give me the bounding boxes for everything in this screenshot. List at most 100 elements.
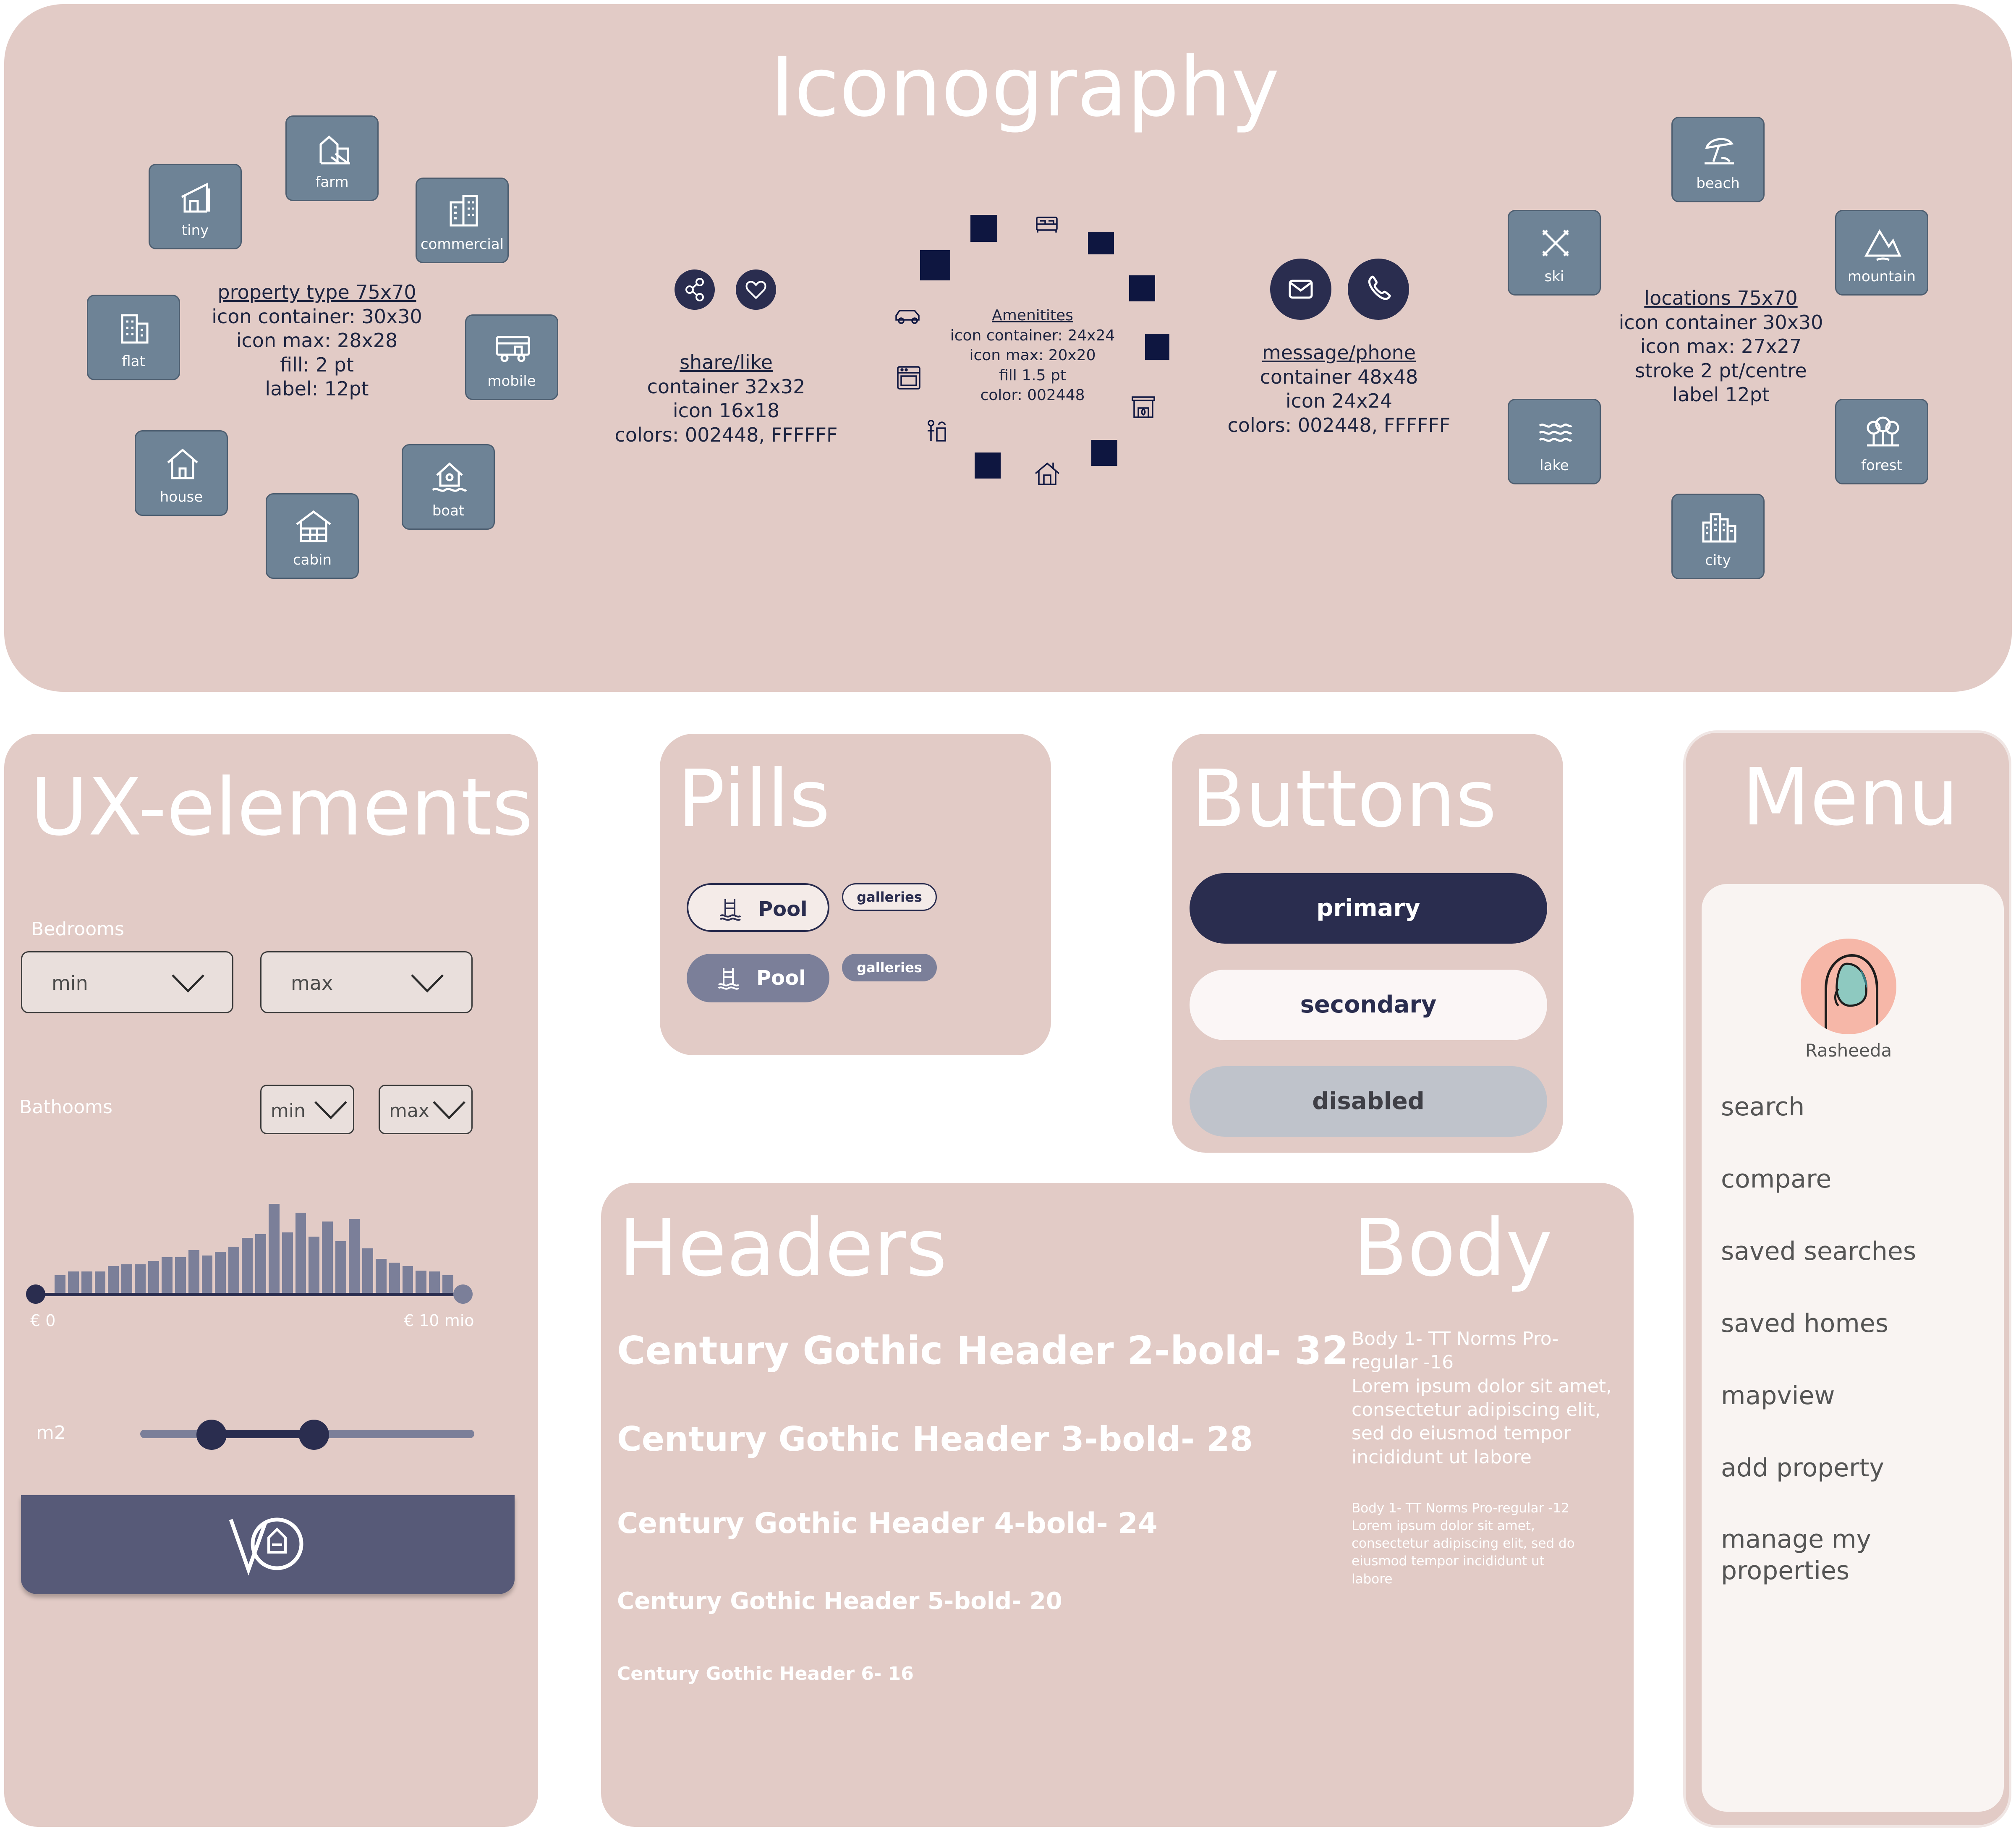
tile-mobile[interactable]: mobile [465, 314, 558, 400]
header-4-sample: Century Gothic Header 4-bold- 24 [617, 1507, 1158, 1540]
menu-title: Menu [1742, 751, 1959, 843]
tile-ski[interactable]: ski [1508, 210, 1601, 296]
histogram-bar [268, 1204, 280, 1293]
header-5-sample: Century Gothic Header 5-bold- 20 [617, 1588, 1062, 1615]
share-button[interactable] [675, 269, 715, 310]
tile-house[interactable]: house [135, 430, 228, 516]
body-1-sample: Body 1- TT Norms Pro- regular -16 Lorem … [1352, 1328, 1612, 1468]
histogram-bar [309, 1237, 320, 1293]
histogram-bar [81, 1271, 92, 1293]
tile-flat[interactable]: flat [87, 295, 180, 380]
amenity-window-icon [1129, 275, 1155, 301]
pool-ladder-icon [719, 899, 741, 921]
houseboat-icon [432, 462, 467, 492]
histogram-bar [335, 1241, 347, 1293]
amenity-washer-icon [920, 250, 950, 280]
histogram-bar [161, 1257, 173, 1293]
menu-item-mapview[interactable]: mapview [1721, 1381, 1835, 1410]
bedrooms-min-dropdown[interactable]: min [21, 951, 233, 1013]
histogram-bar [442, 1275, 453, 1293]
price-histogram [55, 1204, 453, 1293]
commercial-building-icon [450, 195, 478, 227]
beach-umbrella-icon [1705, 138, 1734, 165]
histogram-bar [148, 1261, 159, 1293]
menu-item-compare[interactable]: compare [1721, 1164, 1832, 1194]
histogram-bar [135, 1264, 146, 1293]
city-skyline-icon [1702, 513, 1736, 543]
histogram-bar [295, 1213, 306, 1293]
tile-farm[interactable]: farm [285, 115, 379, 201]
histogram-bar [108, 1266, 119, 1293]
tile-beach[interactable]: beach [1671, 117, 1765, 202]
user-face-icon [1825, 954, 1878, 1034]
house-icon [167, 448, 198, 479]
area-max-handle[interactable] [299, 1420, 329, 1450]
amenity-gym-icon [975, 453, 1001, 479]
tile-forest[interactable]: forest [1835, 399, 1928, 484]
tile-cabin[interactable]: cabin [266, 493, 359, 579]
menu-item-manage-properties[interactable]: manage my properties [1721, 1525, 1872, 1585]
iconography-title: Iconography [770, 39, 1280, 135]
pool-pill-filled[interactable]: Pool [687, 954, 829, 1002]
flat-building-icon [121, 314, 149, 344]
tile-tiny[interactable]: tiny [149, 164, 242, 249]
tile-commercial[interactable]: commercial [416, 178, 509, 263]
share-like-spec: share/like container 32x32 icon 16x18 co… [614, 351, 838, 446]
menu-item-search[interactable]: search [1721, 1092, 1805, 1122]
ski-icon [1542, 230, 1569, 256]
area-min-handle[interactable] [196, 1420, 227, 1450]
bathrooms-max-value: max [389, 1100, 429, 1122]
disabled-button: disabled [1190, 1066, 1547, 1137]
like-button[interactable] [736, 269, 776, 310]
price-max-handle[interactable] [453, 1284, 473, 1304]
area-label: m2 [36, 1422, 66, 1444]
tile-lake[interactable]: lake [1508, 399, 1601, 484]
histogram-bar [228, 1246, 240, 1293]
secondary-button[interactable]: secondary [1190, 970, 1547, 1040]
pool-pill-outlined[interactable]: Pool [687, 883, 829, 932]
locations-spec: locations 75x70 icon container 30x30 ico… [1619, 287, 1823, 406]
chevron-down-icon [172, 974, 204, 993]
mountain-icon [1864, 229, 1901, 261]
bedrooms-max-dropdown[interactable]: max [260, 951, 473, 1013]
cabin-icon [296, 510, 331, 542]
histogram-bar [282, 1232, 293, 1293]
price-min-handle[interactable] [26, 1284, 45, 1304]
menu-item-saved-searches[interactable]: saved searches [1721, 1237, 1917, 1266]
envelope-icon [1289, 280, 1313, 299]
logo-banner [21, 1495, 515, 1594]
histogram-bar [55, 1275, 65, 1293]
bathrooms-max-dropdown[interactable]: max [379, 1085, 473, 1134]
histogram-bar [349, 1219, 360, 1293]
body-title: Body [1353, 1202, 1553, 1294]
tile-boat[interactable]: boat [402, 444, 495, 530]
histogram-bar [242, 1237, 253, 1293]
avatar[interactable] [1801, 939, 1896, 1034]
primary-button[interactable]: primary [1190, 873, 1547, 944]
tile-city[interactable]: city [1671, 494, 1765, 579]
amenity-garden-icon [922, 416, 952, 446]
histogram-bar [188, 1250, 199, 1293]
message-button[interactable] [1270, 259, 1331, 320]
forest-trees-icon [1867, 416, 1899, 447]
price-range-track[interactable] [35, 1293, 463, 1296]
amenity-elevator-icon [1145, 334, 1169, 360]
bedrooms-label: Bedrooms [31, 918, 124, 940]
property-type-spec: property type 75x70 icon container: 30x3… [212, 281, 422, 400]
tile-mountain[interactable]: mountain [1835, 210, 1928, 296]
phone-button[interactable] [1348, 259, 1409, 320]
amenity-car-icon [893, 301, 923, 332]
menu-item-saved-homes[interactable]: saved homes [1721, 1309, 1888, 1338]
histogram-bar [175, 1257, 186, 1293]
header-2-sample: Century Gothic Header 2-bold- 32 [617, 1328, 1349, 1373]
bathrooms-min-dropdown[interactable]: min [260, 1085, 354, 1134]
bedrooms-min-value: min [52, 972, 88, 994]
galleries-pill-filled[interactable]: galleries [842, 954, 937, 981]
menu-item-add-property[interactable]: add property [1721, 1453, 1884, 1483]
amenity-bed-icon [1032, 209, 1062, 239]
galleries-pill-outlined[interactable]: galleries [842, 883, 937, 911]
histogram-bar [255, 1234, 266, 1293]
lake-waves-icon [1539, 423, 1572, 442]
amenity-oven-icon [894, 363, 924, 393]
body-2-sample: Body 1- TT Norms Pro-regular -12 Lorem i… [1352, 1501, 1575, 1587]
